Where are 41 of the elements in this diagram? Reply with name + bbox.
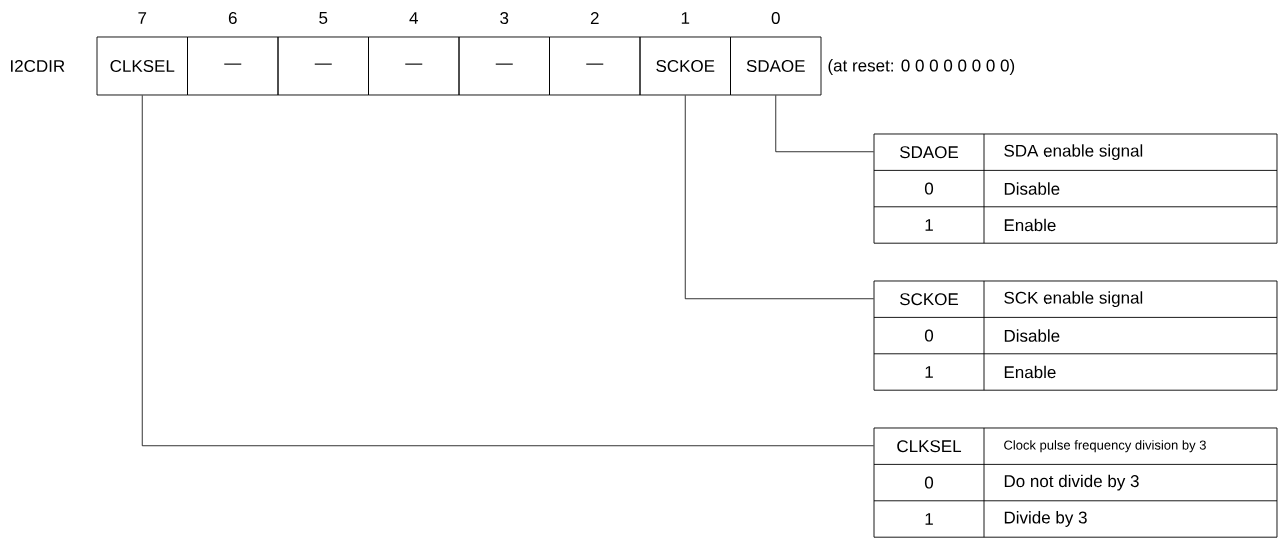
table-cell-text: Enable bbox=[1004, 218, 1056, 232]
table-cell-text: 1 bbox=[925, 366, 933, 378]
register-cell: SCKOE bbox=[639, 36, 731, 96]
table-cell-text: 1 bbox=[925, 513, 933, 525]
bit-number: 5 bbox=[319, 12, 328, 24]
bit-number: 3 bbox=[500, 12, 509, 24]
table-cell-text: Divide by 3 bbox=[1004, 511, 1087, 527]
value-table bbox=[873, 280, 1278, 391]
bit-number: 1 bbox=[681, 12, 690, 24]
table-cell-text: CLKSEL bbox=[897, 440, 962, 453]
table-cell-text: 0 bbox=[924, 329, 934, 342]
table-cell-text: 1 bbox=[925, 219, 933, 231]
bit-number: 2 bbox=[590, 12, 599, 24]
register-cell: — bbox=[549, 36, 641, 96]
register-cell: — bbox=[458, 36, 550, 96]
table-cell-text: Disable bbox=[1004, 329, 1060, 342]
register-cell: — bbox=[368, 36, 460, 96]
table-cell-text: SCK enable signal bbox=[1004, 291, 1143, 308]
bit-number: 0 bbox=[771, 12, 780, 24]
leader-line bbox=[775, 95, 874, 153]
table-cell-text: SDA enable signal bbox=[1004, 144, 1143, 161]
table-cell-text: Clock pulse frequency division by 3 bbox=[1004, 440, 1206, 453]
register-cell: SDAOE bbox=[730, 36, 822, 96]
table-cell-text: Do not divide by 3 bbox=[1004, 474, 1139, 491]
leader-line bbox=[141, 95, 874, 447]
table-cell-text: SDAOE bbox=[900, 146, 958, 159]
table-cell-text: Enable bbox=[1004, 365, 1056, 379]
bit-number: 6 bbox=[228, 12, 237, 24]
register-cell: CLKSEL bbox=[96, 36, 188, 96]
table-cell-text: 0 bbox=[924, 182, 934, 195]
register-label: I2CDIR bbox=[11, 60, 65, 72]
register-cell: — bbox=[277, 36, 369, 96]
value-table bbox=[873, 427, 1278, 538]
bit-number: 4 bbox=[409, 12, 418, 24]
table-cell-text: 0 bbox=[924, 476, 934, 489]
bit-number: 7 bbox=[138, 12, 147, 24]
register-cell: — bbox=[187, 36, 279, 96]
value-table bbox=[873, 133, 1278, 244]
leader-line bbox=[684, 95, 874, 300]
table-cell-text: Disable bbox=[1004, 182, 1060, 195]
table-cell-text: SCKOE bbox=[900, 293, 958, 306]
